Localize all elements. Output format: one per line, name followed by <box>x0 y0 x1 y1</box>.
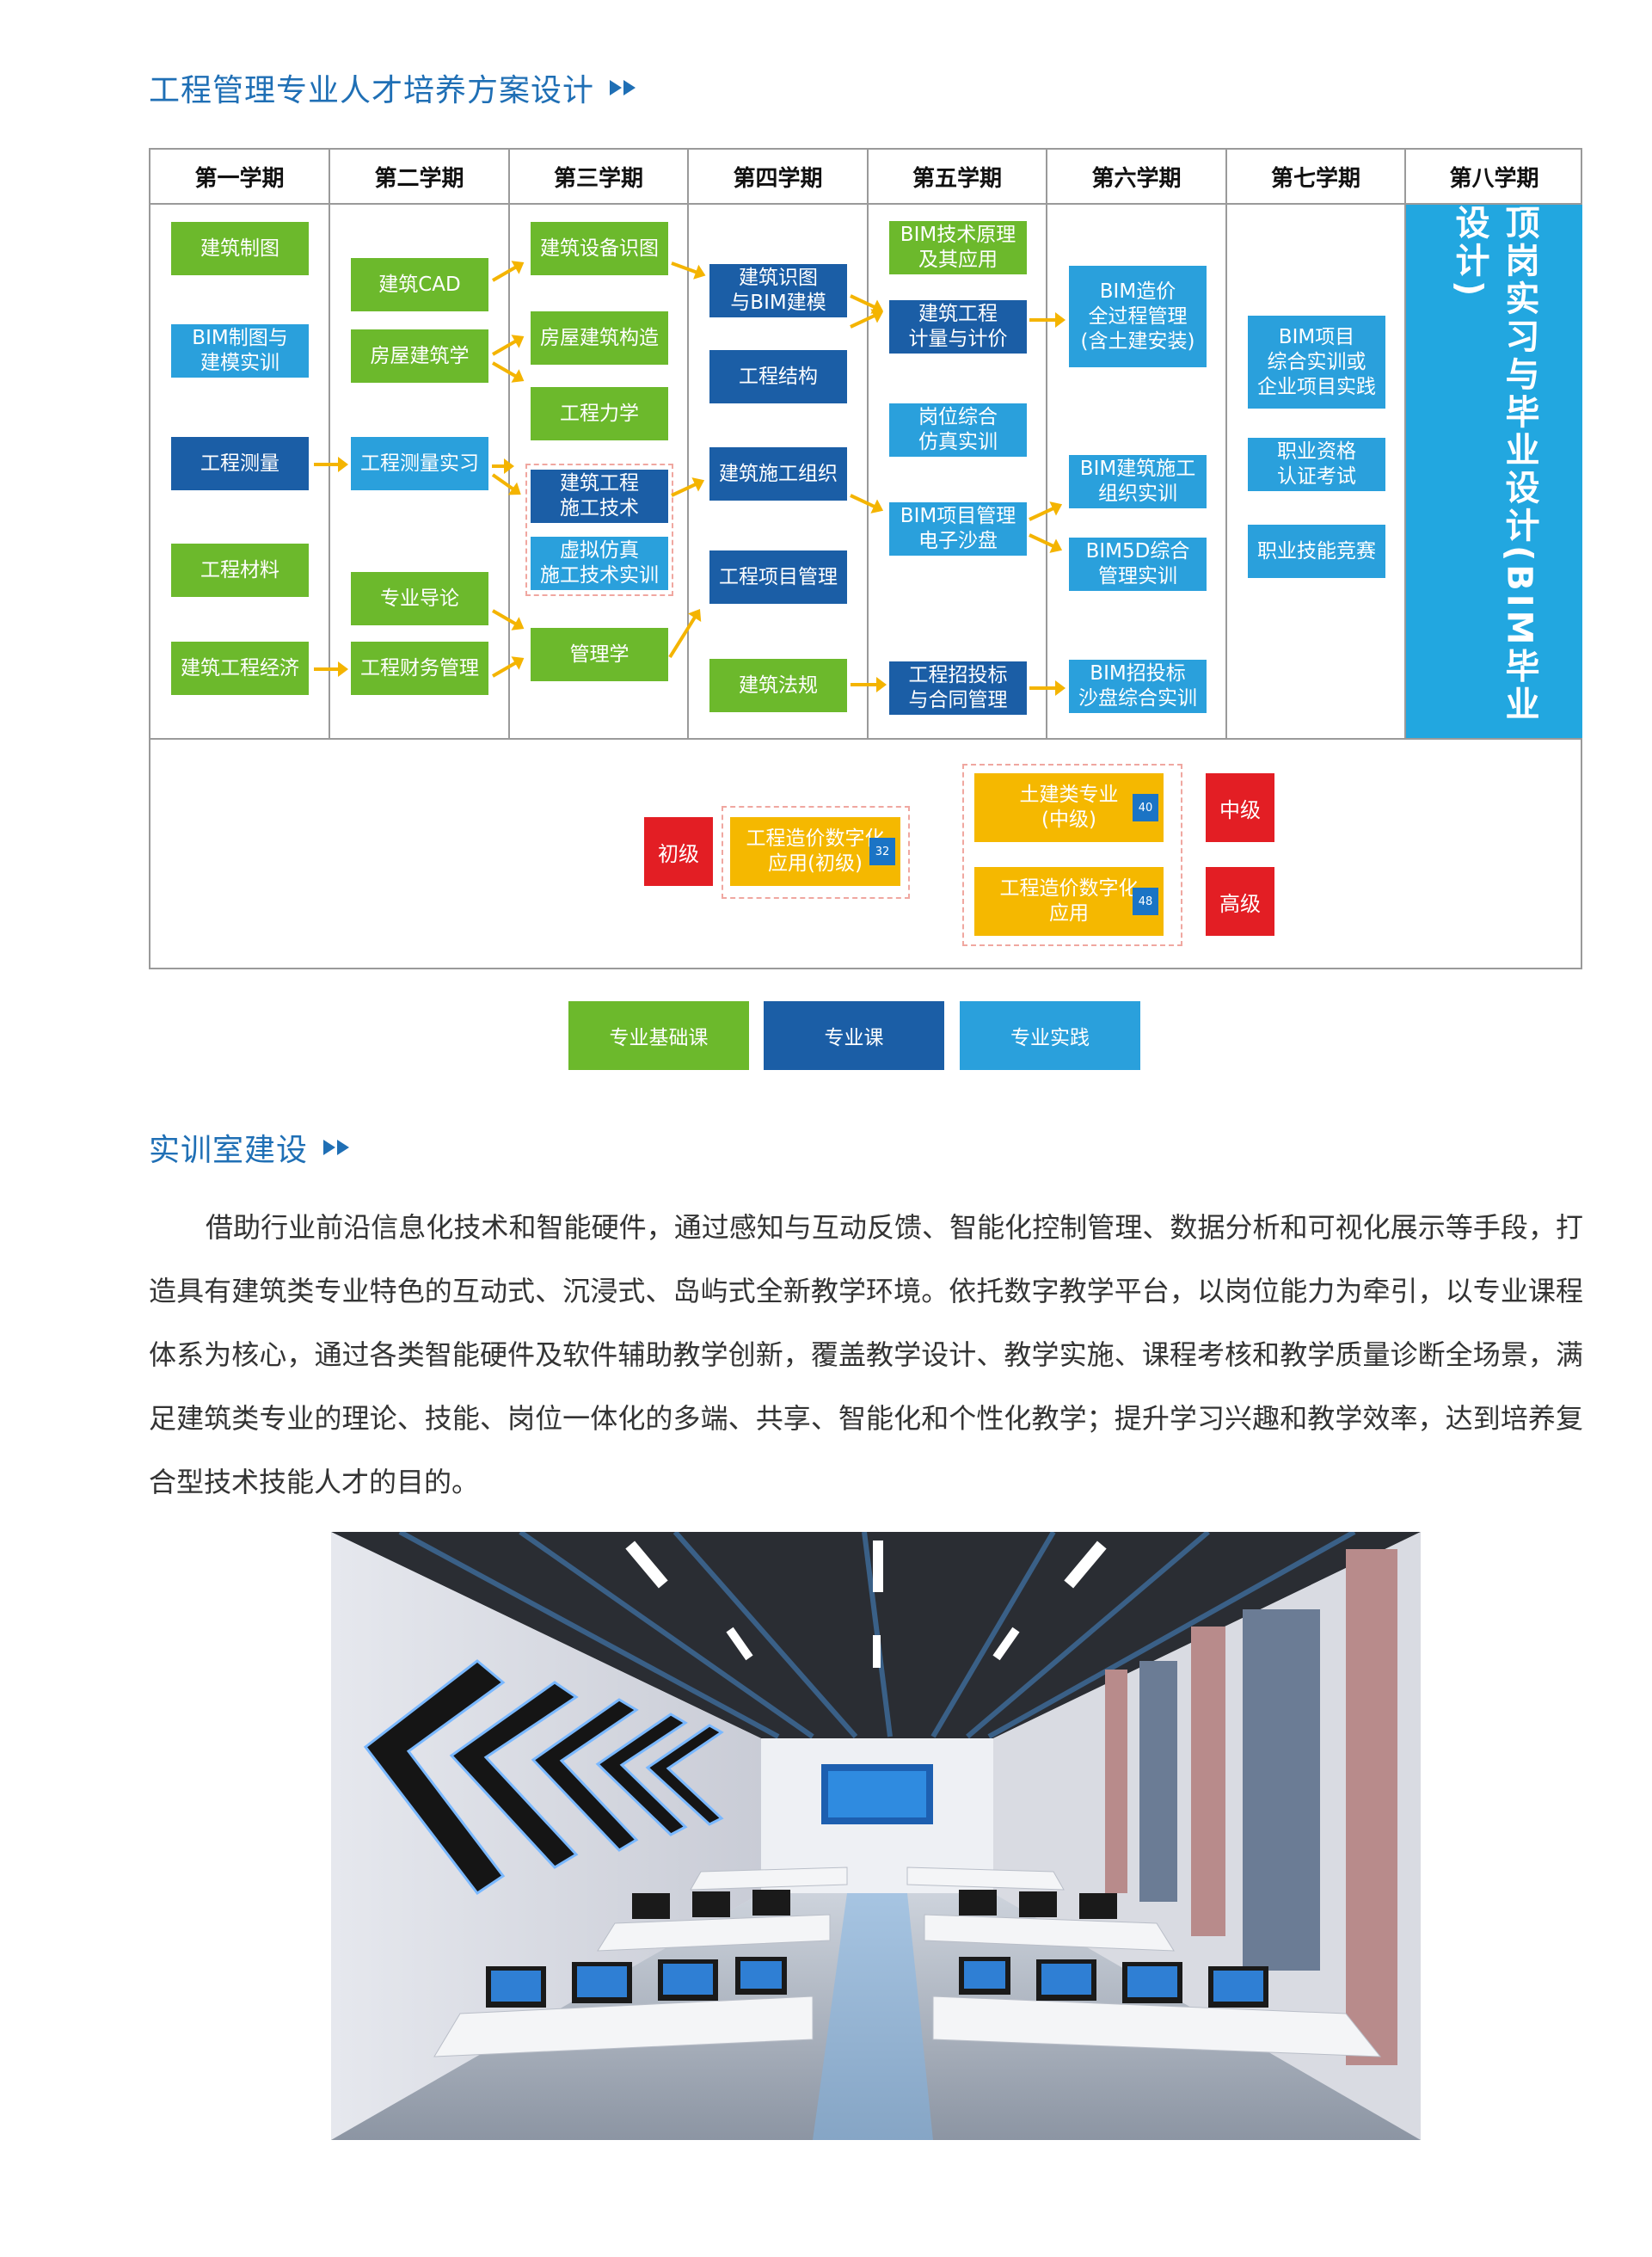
double-arrow-icon <box>323 1140 350 1155</box>
course-box: 工程招投标与合同管理 <box>889 661 1027 715</box>
training-room-image <box>331 1532 1421 2140</box>
semester-header-2: 第二学期 <box>330 150 510 203</box>
course-box: 职业资格认证考试 <box>1248 438 1385 491</box>
graduation-internship-block: 顶岗实习与毕业设计(BIM毕业设计) <box>1406 205 1582 738</box>
cert-box-primary: 工程造价数字化应用(初级) 32 <box>730 817 900 886</box>
dashed-group <box>525 464 673 596</box>
course-box: 建筑制图 <box>171 222 309 275</box>
semester-header-6: 第六学期 <box>1047 150 1227 203</box>
flow-arrow <box>671 481 699 497</box>
dashed-group <box>962 764 1182 946</box>
course-box: 建筑工程经济 <box>171 642 309 695</box>
column-divider <box>1046 203 1047 738</box>
course-box: BIM制图与建模实训 <box>171 324 309 378</box>
cert-hours: 32 <box>869 838 895 865</box>
course-box: 建筑CAD <box>351 258 488 311</box>
flow-arrow <box>850 312 878 329</box>
semester-header-3: 第三学期 <box>510 150 689 203</box>
cert-box-middle: 土建类专业(中级) 40 <box>974 773 1164 842</box>
course-box: 管理学 <box>531 628 668 681</box>
graduation-internship-label: 顶岗实习与毕业设计(BIM毕业设计) <box>1449 205 1539 724</box>
flow-arrow <box>1029 680 1066 696</box>
semester-header-7: 第七学期 <box>1227 150 1406 203</box>
flow-arrow <box>314 457 348 472</box>
flow-arrow <box>491 473 517 492</box>
curriculum-diagram: 第一学期 第二学期 第三学期 第四学期 第五学期 第六学期 第七学期 第八学期 … <box>149 148 1582 969</box>
course-box: 工程结构 <box>709 350 847 403</box>
course-box: 工程测量 <box>171 437 309 490</box>
flow-arrow <box>850 494 878 510</box>
course-box: 建筑识图与BIM建模 <box>709 264 847 317</box>
course-box: 建筑工程计量与计价 <box>889 300 1027 354</box>
cert-box-high: 工程造价数字化应用 48 <box>974 867 1164 936</box>
level-badge-high: 高级 <box>1206 867 1274 936</box>
flow-arrow <box>1029 533 1057 550</box>
flow-arrow <box>492 458 514 474</box>
flow-arrow <box>851 677 887 692</box>
double-arrow-icon <box>610 80 636 95</box>
column-divider <box>1225 203 1227 738</box>
cert-hours: 48 <box>1133 888 1158 915</box>
header-divider <box>150 203 1581 205</box>
semester-header-5: 第五学期 <box>869 150 1047 203</box>
course-box: 房屋建筑学 <box>351 329 488 383</box>
course-box: BIM5D综合管理实训 <box>1069 538 1207 591</box>
flow-arrow <box>1029 505 1057 521</box>
course-box: 建筑施工组织 <box>709 447 847 501</box>
course-box: 工程财务管理 <box>351 642 488 695</box>
course-box: 工程项目管理 <box>709 550 847 604</box>
course-box: BIM招投标沙盘综合实训 <box>1069 660 1207 713</box>
course-box: BIM建筑施工组织实训 <box>1069 455 1207 508</box>
course-box: BIM项目综合实训或企业项目实践 <box>1248 316 1385 409</box>
flow-arrow <box>492 609 519 627</box>
level-badge-middle: 中级 <box>1206 773 1274 842</box>
course-box: 房屋建筑构造 <box>531 311 668 365</box>
legend-major: 专业课 <box>764 1001 944 1070</box>
flow-arrow <box>314 661 348 677</box>
course-box: 专业导论 <box>351 572 488 625</box>
flow-arrow <box>671 261 700 275</box>
section-title-training-plan: 工程管理专业人才培养方案设计 <box>149 65 636 110</box>
legend-practice: 专业实践 <box>960 1001 1140 1070</box>
cert-name: 土建类专业(中级) <box>1019 784 1119 831</box>
column-divider <box>867 203 869 738</box>
flow-arrow <box>668 613 698 659</box>
course-box: 建筑设备识图 <box>531 222 668 275</box>
section-title-text: 实训室建设 <box>149 1133 309 1168</box>
section-title-lab: 实训室建设 <box>149 1125 350 1170</box>
semester-header-8: 第八学期 <box>1449 165 1539 192</box>
flow-arrow <box>1029 312 1066 328</box>
column-divider <box>687 203 689 738</box>
course-box: 职业技能竞赛 <box>1248 525 1385 578</box>
semester-header-4: 第四学期 <box>689 150 869 203</box>
semester-header-1: 第一学期 <box>150 150 330 203</box>
level-badge-primary: 初级 <box>644 817 713 886</box>
course-box: 工程测量实习 <box>351 437 488 490</box>
cert-name: 工程造价数字化应用(初级) <box>746 827 885 875</box>
lab-description: 借助行业前沿信息化技术和智能硬件，通过感知与互动反馈、智能化控制管理、数据分析和… <box>149 1211 1583 1498</box>
dashed-group <box>722 806 910 899</box>
legend-foundation: 专业基础课 <box>568 1001 749 1070</box>
flow-arrow <box>492 338 519 356</box>
course-box: 建筑法规 <box>709 659 847 712</box>
column-divider <box>329 203 330 738</box>
flow-arrow <box>492 361 519 379</box>
course-box: BIM项目管理电子沙盘 <box>889 502 1027 556</box>
section-title-text: 工程管理专业人才培养方案设计 <box>149 73 595 108</box>
course-box: BIM技术原理及其应用 <box>889 221 1027 274</box>
cert-hours: 40 <box>1133 794 1158 821</box>
course-box: 建筑工程施工技术 <box>531 470 668 523</box>
course-box: 虚拟仿真施工技术实训 <box>531 537 668 590</box>
flow-arrow <box>492 660 519 678</box>
course-box: BIM造价全过程管理(含土建安装) <box>1069 266 1207 367</box>
column-divider <box>1404 203 1406 738</box>
course-box: 岗位综合仿真实训 <box>889 403 1027 457</box>
flow-arrow <box>492 264 519 282</box>
cert-name: 工程造价数字化应用 <box>999 877 1139 925</box>
course-box: 工程力学 <box>531 387 668 440</box>
course-box: 工程材料 <box>171 544 309 597</box>
section-divider <box>150 738 1581 740</box>
